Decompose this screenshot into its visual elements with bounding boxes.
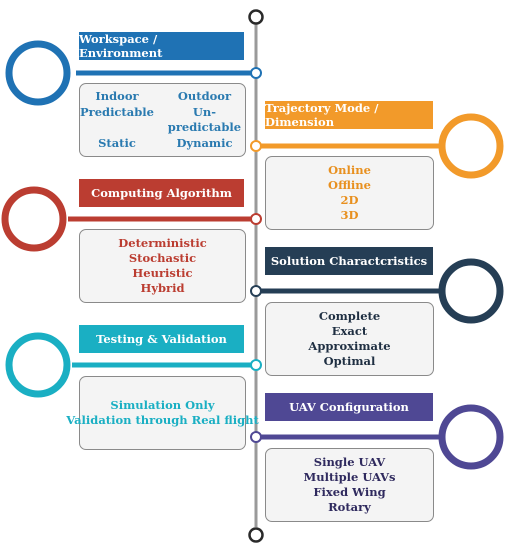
solution-box: Complete Exact Approximate Optimal (265, 302, 434, 376)
solution-label: Solution Charactcristics (265, 247, 433, 275)
uav-item: Rotary (328, 500, 371, 514)
solution-item: Optimal (323, 354, 376, 368)
testing-ring (5, 332, 71, 398)
workspace-node (250, 67, 262, 79)
workspace-item: Outdoor (177, 89, 232, 103)
testing-item: Validation through Real flight (66, 413, 259, 427)
computing-item: Heuristic (132, 266, 193, 280)
trajectory-item: Offline (328, 178, 371, 192)
solution-item: Exact (331, 324, 368, 338)
solution-item: Approximate (308, 339, 391, 353)
solution-node (250, 285, 262, 297)
timeline-top-cap (248, 9, 264, 25)
computing-node (250, 213, 262, 225)
uav-title: UAV Configuration (289, 400, 409, 414)
workspace-item: Un-predictable (167, 105, 242, 134)
testing-title: Testing & Validation (96, 332, 227, 346)
computing-ring (1, 186, 67, 252)
uav-item: Single UAV (313, 455, 386, 469)
workspace-item: Predictable (80, 105, 154, 119)
solution-ring (438, 258, 504, 324)
computing-title: Computing Algorithm (91, 186, 232, 200)
uav-node (250, 431, 262, 443)
workspace-ring (5, 40, 71, 106)
workspace-box: Indoor Outdoor Predictable Un-predictabl… (79, 83, 246, 157)
uav-box: Single UAV Multiple UAVs Fixed Wing Rota… (265, 448, 434, 522)
timeline-bottom-cap (248, 527, 264, 543)
testing-label: Testing & Validation (79, 325, 244, 353)
trajectory-node (250, 140, 262, 152)
trajectory-box: Online Offline 2D 3D (265, 156, 434, 230)
trajectory-item: Online (328, 163, 371, 177)
computing-item: Hybrid (140, 281, 185, 295)
workspace-label: Workspace / Environment (79, 32, 244, 60)
workspace-item: Indoor (95, 89, 139, 103)
testing-box: Simulation Only Validation through Real … (66, 376, 259, 450)
computing-item: Deterministic (118, 236, 207, 250)
testing-item: Simulation Only (110, 398, 215, 412)
workspace-item: Static (98, 136, 136, 150)
trajectory-item: 3D (340, 208, 359, 222)
trajectory-ring (438, 113, 504, 179)
uav-ring (438, 404, 504, 470)
trajectory-item: 2D (340, 193, 359, 207)
computing-item: Stochastic (128, 251, 197, 265)
uav-item: Multiple UAVs (303, 470, 396, 484)
workspace-title: Workspace / Environment (79, 32, 163, 60)
workspace-items: Indoor Outdoor Predictable Un-predictabl… (80, 89, 245, 151)
workspace-item: Dynamic (176, 136, 233, 150)
solution-item: Complete (318, 309, 381, 323)
trajectory-title: Trajectory Mode / Dimension (265, 101, 379, 129)
trajectory-label: Trajectory Mode / Dimension (265, 101, 433, 129)
uav-item: Fixed Wing (313, 485, 386, 499)
testing-node (250, 359, 262, 371)
solution-title: Solution Charactcristics (270, 254, 428, 268)
computing-box: Deterministic Stochastic Heuristic Hybri… (79, 229, 246, 303)
computing-label: Computing Algorithm (79, 179, 244, 207)
uav-label: UAV Configuration (265, 393, 433, 421)
